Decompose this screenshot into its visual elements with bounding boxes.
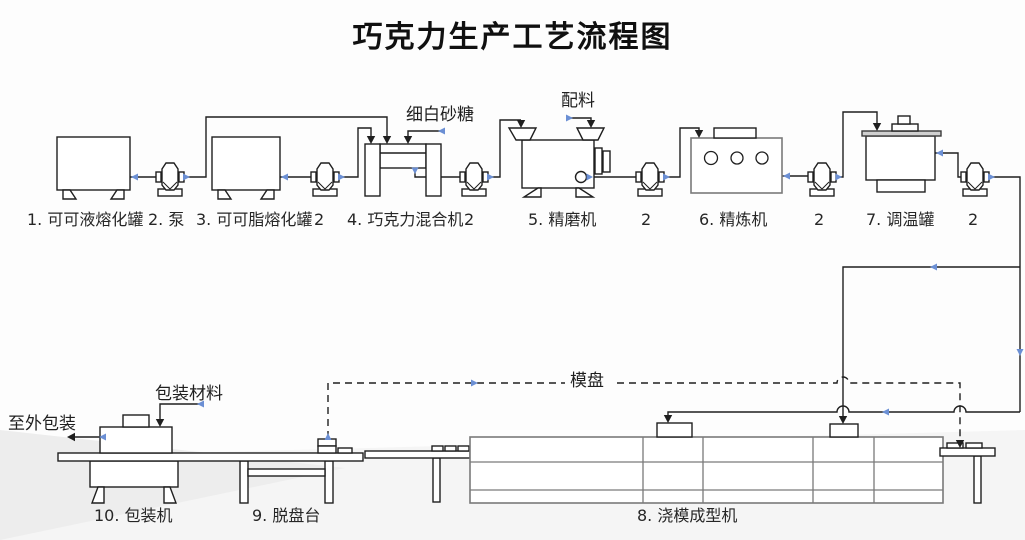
label-tempering-tank: 7. 调温罐 [866,210,935,229]
cocoa-liquor-melting-tank-shape [56,136,131,200]
label-cocoa-liquor-tank: 1. 可可液熔化罐 [27,210,144,229]
line-pump2-to-mixer [339,127,372,178]
label-mold-casting: 8. 浇模成型机 [637,506,738,525]
label-packaging-machine: 10. 包装机 [94,506,173,525]
pump-5 [807,162,837,197]
demolding-table-shape [364,445,471,503]
label-fine-grinder: 5. 精磨机 [528,210,597,229]
annotation-mold-tray: 模盘 [570,371,604,391]
line-sugar-feed [407,130,444,136]
cocoa-butter-melting-tank-shape [211,136,281,200]
pump-4 [635,162,665,197]
packaging-machine-shape [57,414,364,504]
annotation-sugar: 细白砂糖 [406,105,474,125]
annotation-to-outer-packaging: 至外包装 [8,414,76,434]
fine-grinder-shape [507,127,611,198]
label-refiner: 6. 精炼机 [699,210,768,229]
pump-6 [960,162,990,197]
label-pump-2a: 2 [314,210,325,229]
line-mold-tray-return [327,376,961,440]
line-feed-to-hopper1 [667,405,1020,415]
black-arrowheads [67,120,965,448]
label-pump-2d: 2 [814,210,825,229]
label-pump-2c: 2 [641,210,652,229]
refining-machine-shape [690,127,783,194]
label-pump: 2. 泵 [148,210,185,229]
line-pump1-to-mixer [184,116,388,178]
pump-1 [155,162,185,197]
label-demolding-table: 9. 脱盘台 [252,506,321,525]
blue-arrowheads [99,114,1024,441]
pump-2 [310,162,340,197]
page-title: 巧克力生产工艺流程图 [352,20,673,55]
chocolate-mixer-shape [364,143,442,197]
line-pump4-to-refiner [664,127,700,178]
annotation-packaging-material: 包装材料 [155,384,223,404]
tempering-tank-shape [861,115,942,193]
label-pump-2b: 2 [464,210,475,229]
label-cocoa-butter-tank: 3. 可可脂熔化罐 [196,210,313,229]
mold-casting-machine-shape [469,422,996,504]
label-pump-2e: 2 [968,210,979,229]
label-chocolate-mixer: 4. 巧克力混合机 [347,210,464,229]
packaging-io-lines [75,403,203,438]
pump-3 [459,162,489,197]
line-tempering-to-pump6 [935,152,961,178]
line-packaging-material [159,403,203,419]
line-ingredients-feed [567,117,592,120]
line-pump6-down [989,176,1021,412]
annotation-ingredients: 配料 [561,91,595,111]
line-branch-to-hopper2 [842,266,1020,416]
